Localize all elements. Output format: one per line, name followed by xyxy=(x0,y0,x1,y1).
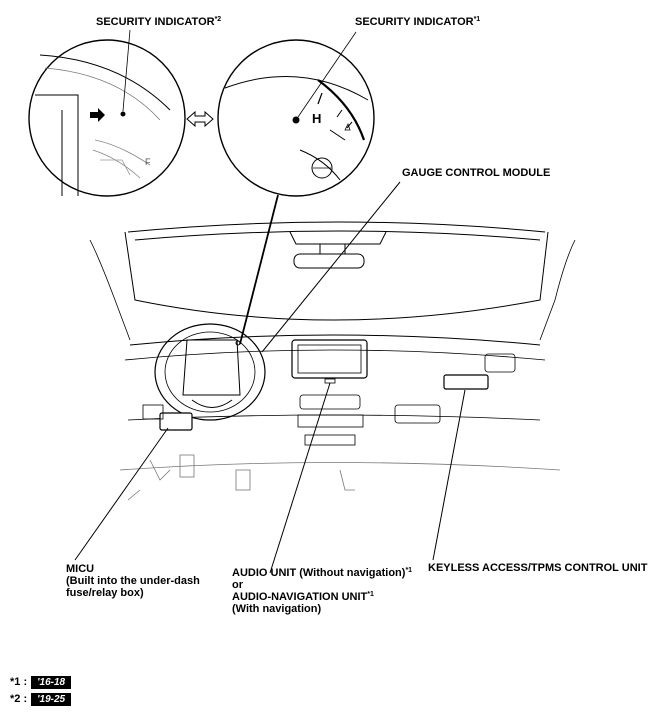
label-audio-line1-mark: *1 xyxy=(405,567,413,574)
double-arrow-icon xyxy=(186,110,214,128)
footnote-1-years: '16-18 xyxy=(31,676,72,689)
security-indicator-dot-right xyxy=(292,116,300,124)
gauge-f-label: F xyxy=(145,157,151,167)
label-security-indicator-1-text: SECURITY INDICATOR xyxy=(355,16,474,28)
label-micu: MICU (Built into the under-dash fuse/rel… xyxy=(66,563,200,599)
security-indicator-dot-left xyxy=(120,111,126,117)
center-display xyxy=(291,339,368,446)
footnote-2-mark: *2 : xyxy=(10,693,28,705)
windshield xyxy=(89,221,576,341)
label-security-indicator-1: SECURITY INDICATOR*1 xyxy=(355,16,480,28)
steering-wheel xyxy=(154,323,266,421)
footnote-2-years: '19-25 xyxy=(31,693,72,706)
label-security-indicator-1-mark: *1 xyxy=(473,16,481,23)
keyless-control-unit-box xyxy=(443,374,489,390)
label-audio-line3: AUDIO-NAVIGATION UNIT xyxy=(232,591,368,603)
arrow-icon xyxy=(90,108,105,122)
label-audio-line3-mark: *1 xyxy=(367,591,374,598)
label-security-indicator-2: SECURITY INDICATOR*2 xyxy=(96,16,221,28)
label-audio-line4: (With navigation) xyxy=(232,603,322,615)
label-keyless: KEYLESS ACCESS/TPMS CONTROL UNIT xyxy=(428,562,648,574)
label-micu-line3: fuse/relay box) xyxy=(66,587,144,599)
label-security-indicator-2-text: SECURITY INDICATOR xyxy=(96,16,215,28)
label-audio-line1: AUDIO UNIT (Without navigation) xyxy=(232,567,406,579)
footnote-2: *2 :'19-25 xyxy=(10,693,72,706)
gauge-h-label: H xyxy=(312,111,322,126)
detail-circle-right xyxy=(217,31,375,197)
label-audio-unit: AUDIO UNIT (Without navigation)*1 or AUD… xyxy=(232,567,412,615)
detail-circle-left xyxy=(28,29,186,197)
label-micu-line1: MICU xyxy=(66,563,95,575)
label-audio-line2: or xyxy=(232,579,243,591)
label-micu-line2: (Built into the under-dash xyxy=(66,575,200,587)
label-gauge-control-module: GAUGE CONTROL MODULE xyxy=(402,167,551,179)
micu-box xyxy=(142,404,193,431)
label-security-indicator-2-mark: *2 xyxy=(214,16,222,23)
footnote-1-mark: *1 : xyxy=(10,676,28,688)
leader-lines xyxy=(74,181,466,574)
floor-area xyxy=(127,454,355,501)
footnote-1: *1 :'16-18 xyxy=(10,676,72,689)
